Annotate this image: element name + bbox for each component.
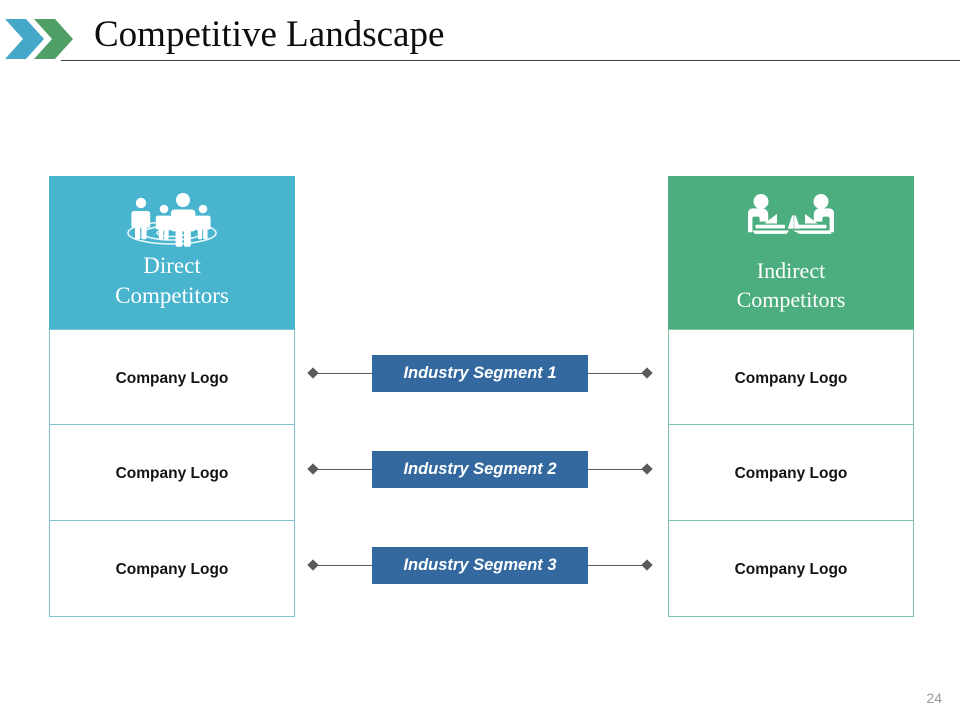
company-logo-label: Company Logo xyxy=(115,561,229,578)
company-logo-label: Company Logo xyxy=(734,370,848,387)
table-row[interactable]: Company Logo xyxy=(49,521,295,617)
industry-segments-group: Industry Segment 1 Industry Segment 2 In… xyxy=(300,325,660,625)
industry-segment-box-2[interactable]: Industry Segment 2 xyxy=(372,451,588,488)
column-indirect-competitors: Indirect Competitors Company Logo Compan… xyxy=(668,176,914,617)
diamond-marker-icon xyxy=(641,559,653,571)
column-title-indirect: Indirect Competitors xyxy=(668,256,914,314)
connector-line-left xyxy=(313,565,373,566)
connector-line-left xyxy=(313,373,373,374)
diamond-marker-icon xyxy=(641,367,653,379)
industry-segment-box-3[interactable]: Industry Segment 3 xyxy=(372,547,588,584)
table-row[interactable]: Company Logo xyxy=(49,329,295,425)
connector-line-right xyxy=(588,373,646,374)
company-logo-label: Company Logo xyxy=(734,561,848,578)
column-title-direct: Direct Competitors xyxy=(49,251,295,311)
segment-connector-row-2: Industry Segment 2 xyxy=(300,451,660,491)
title-divider xyxy=(61,60,960,61)
slide-header: Competitive Landscape xyxy=(0,0,960,64)
group-of-people-icon xyxy=(116,187,228,249)
company-logo-label: Company Logo xyxy=(734,465,848,482)
double-chevron-logo-icon xyxy=(4,18,78,60)
column-direct-competitors: Direct Competitors Company Logo Company … xyxy=(49,176,295,617)
column-title-direct-line2: Competitors xyxy=(115,283,229,308)
company-logo-label: Company Logo xyxy=(115,370,229,387)
column-header-direct: Direct Competitors xyxy=(49,176,295,329)
connector-line-right xyxy=(588,565,646,566)
column-header-indirect: Indirect Competitors xyxy=(668,176,914,329)
table-row[interactable]: Company Logo xyxy=(668,425,914,521)
table-row[interactable]: Company Logo xyxy=(668,329,914,425)
connector-line-right xyxy=(588,469,646,470)
industry-segment-label: Industry Segment 1 xyxy=(403,364,557,382)
industry-segment-label: Industry Segment 3 xyxy=(403,556,557,574)
column-title-indirect-line1: Indirect xyxy=(756,258,826,283)
table-row[interactable]: Company Logo xyxy=(668,521,914,617)
column-title-indirect-line2: Competitors xyxy=(736,287,846,312)
table-row[interactable]: Company Logo xyxy=(49,425,295,521)
segment-connector-row-1: Industry Segment 1 xyxy=(300,355,660,395)
company-logo-label: Company Logo xyxy=(115,465,229,482)
page-title: Competitive Landscape xyxy=(94,14,445,55)
diamond-marker-icon xyxy=(641,463,653,475)
connector-line-left xyxy=(313,469,373,470)
industry-segment-box-1[interactable]: Industry Segment 1 xyxy=(372,355,588,392)
two-people-at-laptops-icon xyxy=(735,192,847,254)
column-title-direct-line1: Direct xyxy=(143,253,201,278)
page-number: 24 xyxy=(926,690,942,706)
industry-segment-label: Industry Segment 2 xyxy=(403,460,557,478)
segment-connector-row-3: Industry Segment 3 xyxy=(300,547,660,587)
